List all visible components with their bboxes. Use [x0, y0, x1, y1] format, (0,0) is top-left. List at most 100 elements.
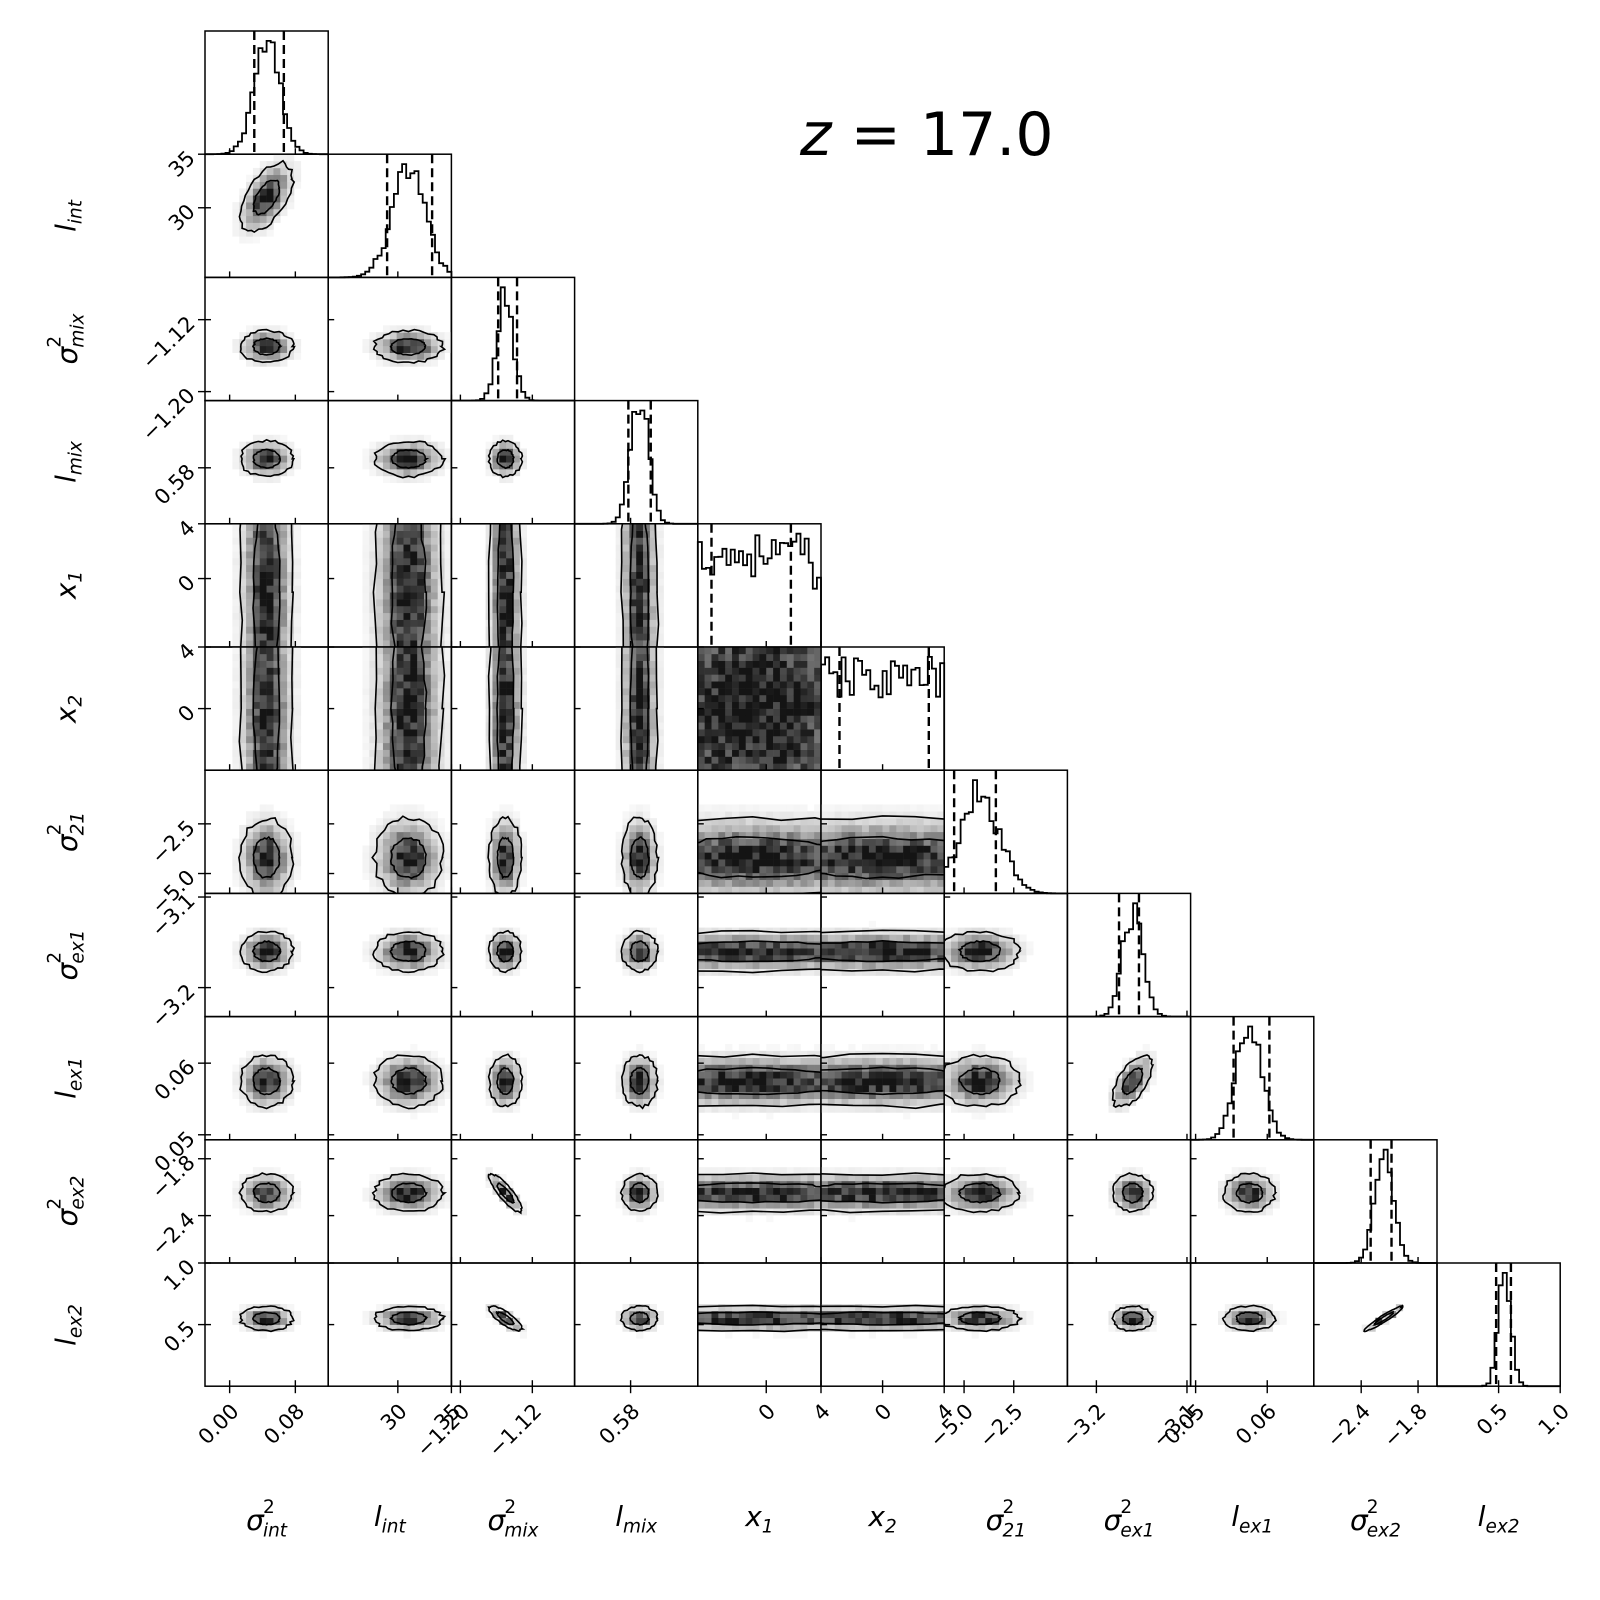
density-cell — [444, 688, 452, 696]
density-cell — [636, 1071, 644, 1079]
density-cell — [232, 523, 240, 531]
density-cell — [513, 640, 521, 647]
density-cell — [506, 441, 514, 449]
contour-level-1 — [1121, 1067, 1144, 1096]
density-cell — [239, 571, 247, 579]
density-cell — [410, 523, 418, 531]
density-cell — [499, 1078, 507, 1086]
density-cell — [951, 1057, 959, 1065]
density-cell — [759, 831, 767, 839]
density-cell — [704, 715, 712, 723]
density-cell — [266, 434, 274, 442]
density-cell — [882, 1105, 890, 1113]
density-cell — [293, 592, 302, 600]
density-cell — [444, 339, 452, 347]
density-cell — [622, 831, 630, 839]
density-cell — [506, 879, 514, 887]
density-cell — [704, 1064, 712, 1072]
density-cell — [738, 1194, 747, 1202]
density-cell — [417, 469, 425, 477]
density-cell — [697, 804, 705, 812]
density-cell — [252, 722, 261, 730]
density-cell — [656, 578, 664, 586]
density-cell — [848, 934, 856, 942]
density-cell — [930, 831, 938, 839]
density-cell — [779, 742, 788, 750]
density-cell — [492, 1064, 500, 1072]
density-cell — [827, 886, 835, 894]
density-cell — [745, 1167, 753, 1175]
density-panel-sigma2_21-vs-x2 — [820, 769, 945, 895]
density-cell — [807, 701, 815, 709]
density-cell — [636, 633, 644, 641]
density-cell — [239, 708, 247, 716]
density-cells — [697, 647, 821, 771]
density-cell — [410, 852, 418, 860]
density-cell — [506, 551, 514, 559]
density-cell — [745, 763, 753, 771]
density-cell — [862, 859, 870, 867]
density-cell — [396, 660, 404, 668]
density-cell — [643, 681, 651, 689]
density-cell — [444, 934, 452, 942]
density-cell — [848, 886, 856, 894]
density-cell — [793, 811, 801, 819]
density-cell — [362, 585, 370, 593]
density-cell — [855, 872, 863, 881]
density-cell — [362, 948, 370, 956]
density-cell — [903, 968, 911, 976]
density-cell — [376, 674, 384, 682]
density-cell — [643, 1050, 651, 1058]
density-cell — [410, 1208, 418, 1216]
density-cell — [410, 1167, 418, 1175]
density-cell — [786, 968, 794, 976]
density-cell — [246, 195, 254, 203]
density-cell — [287, 653, 295, 661]
density-cell — [259, 708, 267, 716]
density-cell — [252, 619, 261, 627]
density-cell — [280, 742, 288, 750]
density-cell — [1019, 1071, 1027, 1079]
density-cell — [704, 831, 712, 839]
density-cell — [389, 640, 397, 647]
density-cell — [752, 715, 760, 723]
density-cell — [266, 571, 274, 579]
density-cell — [697, 824, 705, 833]
density-cell — [389, 694, 397, 703]
density-cell — [1115, 1091, 1123, 1100]
density-cell — [704, 934, 712, 942]
density-cell — [430, 742, 439, 750]
density-cell — [875, 1057, 883, 1065]
density-cell — [266, 852, 274, 860]
density-cell — [862, 934, 870, 942]
density-cell — [998, 955, 1007, 963]
density-cell — [513, 701, 521, 709]
density-cell — [732, 1098, 740, 1106]
density-cell — [814, 667, 821, 675]
density-cell — [280, 530, 288, 538]
density-cell — [424, 434, 432, 442]
density-cell — [396, 742, 404, 750]
density-cell — [410, 537, 418, 545]
density-cell — [649, 1050, 658, 1058]
density-cell — [273, 715, 281, 723]
density-cell — [369, 955, 377, 963]
density-cell — [417, 1208, 425, 1216]
density-cell — [636, 934, 644, 942]
density-cell — [697, 1050, 705, 1058]
contour-level-1 — [629, 1182, 650, 1204]
density-cell — [834, 838, 842, 846]
density-cell — [649, 605, 658, 614]
density-cell — [992, 955, 1000, 963]
density-cell — [417, 475, 425, 484]
density-cell — [252, 1187, 261, 1195]
density-cell — [389, 968, 397, 976]
density-cell — [280, 585, 288, 593]
density-cell — [704, 1071, 712, 1079]
density-cell — [841, 845, 849, 853]
density-cell — [827, 948, 835, 956]
density-cell — [882, 955, 890, 963]
density-cell — [232, 571, 240, 579]
density-cell — [382, 667, 391, 675]
density-cell — [649, 578, 658, 586]
